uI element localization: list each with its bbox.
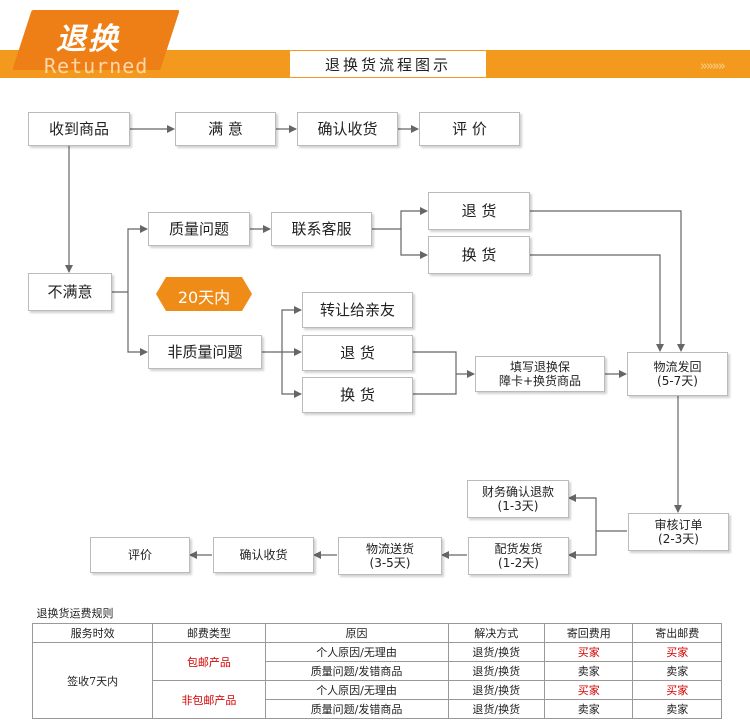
arrow-return-fill (413, 351, 475, 378)
node-audit-order: 审核订单 (2-3天) (628, 513, 729, 551)
arrow-return-logistics (530, 210, 685, 352)
node-contact-service: 联系客服 (271, 212, 372, 246)
solution-cell: 退货/换货 (447, 680, 545, 700)
badge-text: 20天内 (177, 288, 231, 307)
dispatch-line2: (1-2天) (498, 556, 539, 570)
arrow-audit-finance (568, 494, 627, 532)
dispatch-line1: 配货发货 (494, 542, 543, 556)
node-exchange-quality: 换 货 (428, 236, 530, 274)
audit-line1: 审核订单 (654, 518, 703, 532)
header-subtitle: Returned (44, 54, 149, 78)
node-unsatisfied: 不满意 (28, 273, 112, 311)
node-dispatch: 配货发货 (1-2天) (468, 537, 569, 575)
arrow-nonquality-exchange (281, 352, 302, 398)
reason-cell: 质量问题/发错商品 (264, 699, 449, 719)
fill-card-line2: 障卡+换货商品 (498, 374, 582, 388)
send-fee-cell: 买家 (632, 642, 722, 662)
node-transfer-to-friend: 转让给亲友 (302, 292, 413, 328)
node-non-quality-issue: 非质量问题 (148, 335, 262, 369)
arrow-contact-return (372, 207, 428, 230)
shipping-rules-table: 退换货运费规则 服务时效 邮费类型 原因 解决方式 寄回费用 寄出邮费 签收7天… (31, 603, 722, 719)
node-logistics-back: 物流发回 (5-7天) (627, 352, 728, 396)
flow-connectors (65, 125, 685, 559)
node-received: 收到商品 (28, 112, 130, 146)
table-header-row: 服务时效 邮费类型 原因 解决方式 寄回费用 寄出邮费 (31, 623, 722, 643)
node-return-quality: 退 货 (428, 192, 530, 230)
return-fee-cell: 卖家 (543, 699, 634, 719)
header-label-box (290, 51, 486, 77)
header-banner: 退换 Returned 退换货流程图示 »»»» (0, 0, 750, 80)
solution-cell: 退货/换货 (447, 699, 545, 719)
arrow-to-quality (112, 225, 148, 293)
fill-card-line1: 填写退换保 (509, 360, 570, 374)
send-fee-cell: 卖家 (632, 699, 722, 719)
table-caption-row: 退换货运费规则 (33, 603, 722, 624)
badge-20-days (156, 277, 252, 311)
header-postage-type: 邮费类型 (152, 623, 266, 643)
logistics-back-line1: 物流发回 (653, 360, 702, 374)
finance-line1: 财务确认退款 (481, 485, 554, 499)
reason-cell: 个人原因/无理由 (264, 680, 449, 700)
node-fill-card: 填写退换保 障卡+换货商品 (475, 356, 605, 392)
audit-line2: (2-3天) (658, 532, 699, 546)
return-fee-cell: 买家 (543, 642, 634, 662)
logistics-back-line2: (5-7天) (657, 374, 698, 388)
arrow-nonquality-transfer (281, 306, 302, 352)
header-send-fee: 寄出邮费 (632, 623, 722, 643)
solution-cell: 退货/换货 (447, 642, 545, 662)
header-return-fee: 寄回费用 (543, 623, 634, 643)
node-satisfied: 满 意 (175, 112, 276, 146)
arrow-exchange-logistics (530, 254, 664, 352)
postage-type-cell: 包邮产品 (152, 642, 266, 681)
table-caption: 退换货运费规则 (36, 607, 114, 620)
header-service-time: 服务时效 (31, 623, 154, 643)
header-arrows-icon: »»»» (700, 59, 726, 74)
node-review-2: 评价 (90, 537, 190, 573)
node-quality-issue: 质量问题 (148, 212, 250, 246)
arrow-exchange-fill (413, 374, 457, 395)
table-row: 签收7天内 包邮产品 个人原因/无理由 退货/换货 买家 买家 (31, 642, 722, 719)
node-logistics-delivery: 物流送货 (3-5天) (338, 537, 442, 575)
send-fee-cell: 买家 (632, 680, 722, 700)
postage-type-cell: 非包邮产品 (152, 680, 266, 719)
reason-cell: 质量问题/发错商品 (264, 661, 449, 681)
node-review: 评 价 (419, 112, 520, 146)
header-solution: 解决方式 (447, 623, 545, 643)
arrow-contact-exchange (400, 229, 428, 259)
table-row: 质量问题/发错商品 退货/换货 卖家 卖家 (33, 699, 722, 719)
header-reason: 原因 (264, 623, 449, 643)
header-label: 退换货流程图示 (324, 56, 451, 74)
node-exchange-nonquality: 换 货 (302, 377, 413, 413)
header-title: 退换 (56, 22, 120, 57)
ship-line2: (3-5天) (369, 556, 411, 570)
return-fee-cell: 卖家 (543, 661, 634, 681)
send-fee-cell: 卖家 (632, 661, 722, 681)
finance-line2: (1-3天) (497, 499, 539, 513)
node-confirm-receipt: 确认收货 (297, 112, 398, 146)
node-confirm-receipt-2: 确认收货 (213, 537, 314, 573)
solution-cell: 退货/换货 (447, 661, 545, 681)
arrow-to-nonquality (127, 292, 148, 356)
return-fee-cell: 买家 (543, 680, 634, 700)
node-return-nonquality: 退 货 (302, 335, 413, 371)
service-time-cell: 签收7天内 (31, 642, 154, 719)
reason-cell: 个人原因/无理由 (264, 642, 449, 662)
arrow-audit-dispatch (568, 531, 597, 559)
node-finance-refund: 财务确认退款 (1-3天) (467, 480, 569, 518)
ship-line1: 物流送货 (365, 542, 414, 556)
